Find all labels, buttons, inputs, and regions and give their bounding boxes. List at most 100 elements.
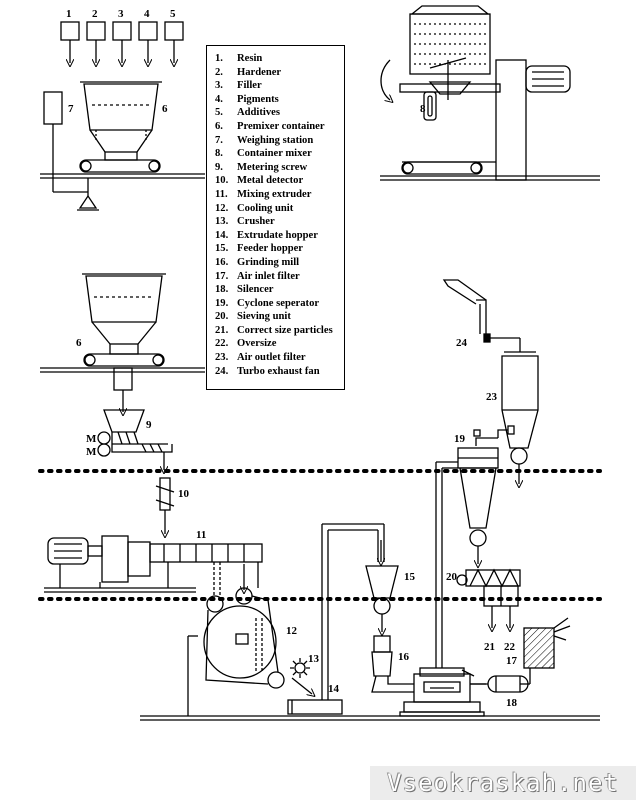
watermark: Vseokraskah.net [370,766,636,800]
label-4: 4 [144,8,150,20]
legend-text: Container mixer [237,148,312,160]
legend-text: Grinding mill [237,256,300,268]
legend-number: 24. [215,365,229,377]
legend-item: 24. Turbo exhaust fan [215,365,344,379]
metal-detector [155,477,175,534]
legend-text: Correct size particles [237,324,333,336]
legend-text: Additives [237,107,280,119]
ground-floor [140,715,600,721]
legend-item: 23.Air outlet filter [215,351,344,365]
number-labels: 1 2 3 4 5 6 7 8 6 9 M M 10 11 12 13 14 1… [66,8,518,709]
label-9: 9 [146,419,152,431]
legend-item: 10.Metal detector [215,174,344,188]
legend-item: 15. Feeder hopper [215,242,344,256]
mixing-extruder [44,535,263,600]
motor-label-b: M [86,446,97,458]
legend-text: Silencer [237,284,274,296]
extrudate-hopper [287,699,343,715]
legend-item: 7.Weighing station [215,134,344,148]
grinding-mill [371,461,486,717]
raw-material-dosing [60,21,184,63]
label-10: 10 [178,488,190,500]
legend-item: 6. Premixer container [215,120,344,134]
legend-item: 17.Air inlet filter [215,270,344,284]
cyclone-separator [457,429,499,564]
legend-text: Hardener [237,66,282,78]
legend-item: 12. Cooling unit [215,202,344,216]
legend-text: Turbo exhaust fan [237,365,320,377]
legend-text: Crusher [237,216,275,228]
legend-number: 5. [215,107,223,119]
legend-number: 22. [215,338,229,350]
legend-item: 9. Metering screw [215,161,344,175]
legend-item: 5. Additives [215,106,344,120]
air-inlet-filter-and-silencer [470,617,571,693]
legend-number: 9. [215,161,223,173]
legend-text: Air outlet filter [237,352,306,364]
label-12: 12 [286,625,298,637]
cooling-unit [187,587,285,716]
label-17: 17 [506,655,518,667]
legend-number: 21. [215,324,229,336]
legend-number: 8. [215,148,223,160]
legend-text: Air inlet filter [237,270,300,282]
legend-number: 14. [215,229,229,241]
label-2: 2 [92,8,98,20]
crusher [290,658,312,694]
legend-text: Metal detector [237,175,304,187]
label-16: 16 [398,651,410,663]
legend-text: Weighing station [237,134,314,146]
label-5: 5 [170,8,176,20]
legend-text: Resin [237,53,263,64]
legend-item: 20.Sieving unit [215,310,344,324]
metering-screw [97,409,173,470]
legend-text: Extrudate hopper [237,229,318,241]
legend-number: 4. [215,93,223,105]
legend-text: Pigments [237,93,279,105]
legend-item: 2. Hardener [215,66,344,80]
label-20: 20 [446,571,458,583]
legend-item: 11. Mixing extruder [215,188,344,202]
label-15: 15 [404,571,416,583]
legend-item: 8. Container mixer [215,147,344,161]
label-24: 24 [456,337,468,349]
legend-text: Feeder hopper [237,243,304,255]
label-1: 1 [66,8,72,20]
legend-item: 18. Silencer [215,283,344,297]
legend-number: 15. [215,243,229,255]
label-11: 11 [196,529,206,541]
legend-number: 6. [215,120,223,132]
label-19: 19 [454,433,466,445]
air-outlet-filter [497,344,539,484]
legend-number: 18. [215,284,229,296]
label-13: 13 [308,653,320,665]
label-14: 14 [328,683,340,695]
legend-text: Cooling unit [237,202,294,214]
legend-number: 2. [215,66,223,78]
label-6-lower: 6 [76,337,82,349]
legend-text: Premixer container [237,120,325,132]
turbo-exhaust-fan [442,279,521,344]
legend-item: 21. Correct size particles [215,324,344,338]
conveying-pipe [321,523,384,700]
legend-number: 20. [215,311,229,323]
legend-item: 14. Extrudate hopper [215,229,344,243]
legend-number: 13. [215,216,229,228]
legend-number: 3. [215,80,223,92]
legend-number: 12. [215,202,229,214]
legend-text: Mixing extruder [237,188,312,200]
legend-text: Metering screw [237,161,308,173]
legend-number: 16. [215,256,229,268]
legend-item: 13. Crusher [215,215,344,229]
label-21: 21 [484,641,495,653]
legend-number: 1. [215,53,223,64]
label-7: 7 [68,103,74,115]
legend-number: 19. [215,297,229,309]
premixer-container-top [79,81,162,173]
label-22: 22 [504,641,516,653]
sieving-unit [456,568,521,628]
legend-number: 11. [215,188,228,200]
legend-item: 22.Oversize [215,337,344,351]
